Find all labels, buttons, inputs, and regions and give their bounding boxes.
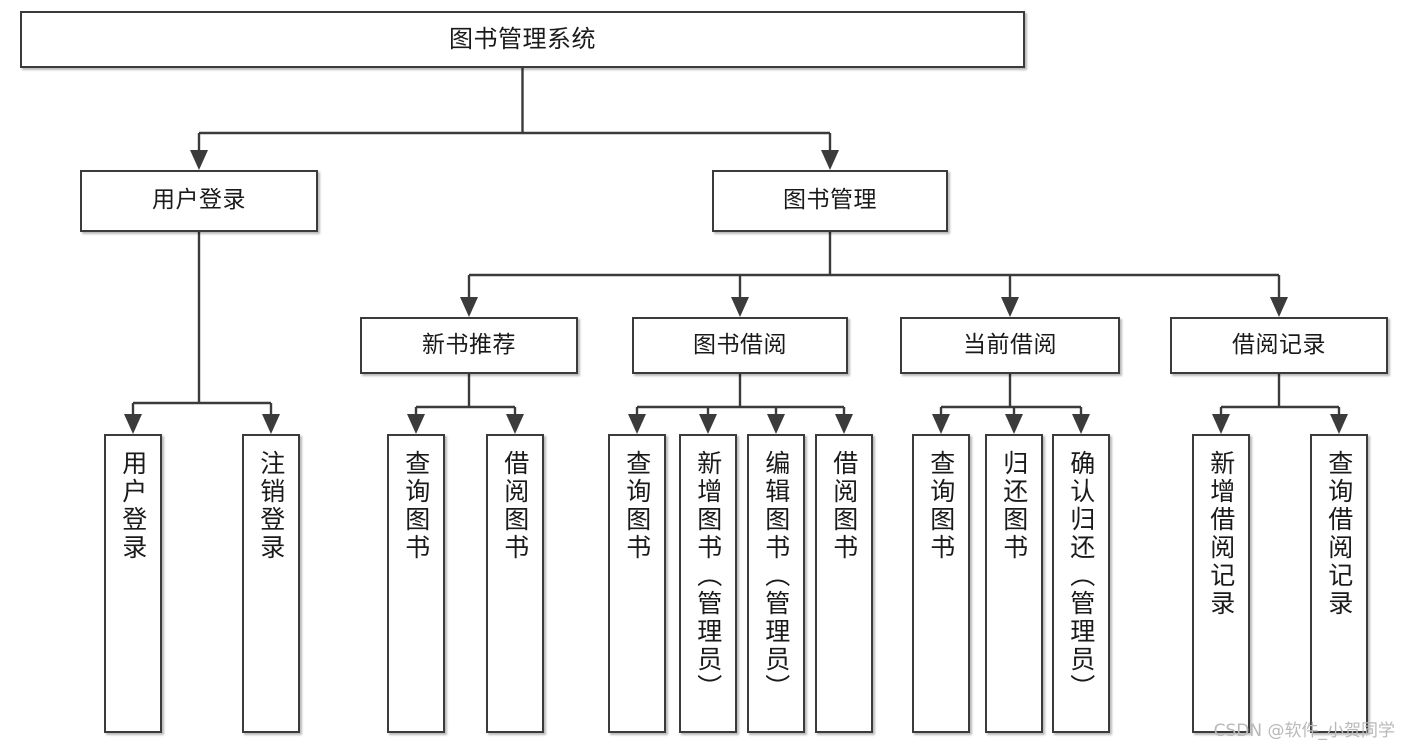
node-label: 新书推荐 <box>422 331 516 358</box>
node-label: 查询图书 <box>926 450 956 562</box>
node-label: 借阅记录 <box>1232 331 1326 358</box>
arrow-icon-leaf-bor-3 <box>767 414 785 434</box>
node-leaf-rec-1[interactable]: 新增借阅记录 <box>1192 434 1250 733</box>
arrow-icon-leaf-bor-1 <box>628 414 646 434</box>
arrow-icon-leaf-cur-1 <box>932 414 950 434</box>
arrow-icon-leaf-login-1 <box>124 414 142 434</box>
node-label: 图书管理系统 <box>449 25 596 54</box>
arrow-icon-login <box>190 150 208 170</box>
node-label: 借阅图书 <box>829 450 859 562</box>
node-leaf-login-1[interactable]: 用户登录 <box>104 434 162 733</box>
node-label: 新增借阅记录 <box>1206 450 1236 618</box>
node-label: 用户登录 <box>118 450 148 562</box>
arrow-icon-leaf-cur-3 <box>1072 414 1090 434</box>
node-label: 用户登录 <box>152 187 246 214</box>
node-label: 注销登录 <box>256 450 286 562</box>
node-leaf-rec-2[interactable]: 查询借阅记录 <box>1310 434 1368 733</box>
node-leaf-cur-1[interactable]: 查询图书 <box>912 434 970 733</box>
arrow-icon-bookmgmt <box>821 150 839 170</box>
node-leaf-new-2[interactable]: 借阅图书 <box>486 434 544 733</box>
node-label: 查询借阅记录 <box>1324 450 1354 618</box>
node-root[interactable]: 图书管理系统 <box>20 11 1025 68</box>
node-label: 编辑图书（管理员） <box>761 450 791 702</box>
node-label: 图书管理 <box>783 187 877 214</box>
arrow-icon-newbook <box>460 297 478 317</box>
node-login[interactable]: 用户登录 <box>80 170 318 232</box>
arrow-icon-records <box>1270 297 1288 317</box>
arrow-icon-borrow <box>731 297 749 317</box>
node-leaf-login-2[interactable]: 注销登录 <box>242 434 300 733</box>
node-label: 查询图书 <box>401 450 431 562</box>
arrow-icon-leaf-login-2 <box>262 414 280 434</box>
arrow-icon-leaf-rec-2 <box>1330 414 1348 434</box>
node-label: 当前借阅 <box>963 331 1057 358</box>
node-leaf-bor-1[interactable]: 查询图书 <box>608 434 666 733</box>
node-label: 查询图书 <box>622 450 652 562</box>
arrow-icon-leaf-bor-2 <box>699 414 717 434</box>
node-label: 归还图书 <box>999 450 1029 562</box>
node-newbook[interactable]: 新书推荐 <box>360 317 578 374</box>
node-leaf-bor-3[interactable]: 编辑图书（管理员） <box>747 434 805 733</box>
node-leaf-bor-4[interactable]: 借阅图书 <box>815 434 873 733</box>
arrow-icon-leaf-new-2 <box>506 414 524 434</box>
arrow-icon-leaf-new-1 <box>407 414 425 434</box>
arrow-icon-current <box>1001 297 1019 317</box>
arrow-icon-leaf-rec-1 <box>1212 414 1230 434</box>
node-leaf-cur-2[interactable]: 归还图书 <box>985 434 1043 733</box>
node-records[interactable]: 借阅记录 <box>1170 317 1388 374</box>
node-leaf-new-1[interactable]: 查询图书 <box>387 434 445 733</box>
node-label: 图书借阅 <box>693 331 787 358</box>
node-leaf-cur-3[interactable]: 确认归还（管理员） <box>1052 434 1110 733</box>
node-current[interactable]: 当前借阅 <box>900 317 1120 374</box>
node-label: 新增图书（管理员） <box>693 450 723 702</box>
node-label: 借阅图书 <box>500 450 530 562</box>
node-leaf-bor-2[interactable]: 新增图书（管理员） <box>679 434 737 733</box>
node-bookmgmt[interactable]: 图书管理 <box>712 170 948 232</box>
csdn-watermark: CSDN @软件_小贺同学 <box>1213 721 1395 741</box>
arrow-icon-leaf-cur-2 <box>1005 414 1023 434</box>
arrow-icon-leaf-bor-4 <box>835 414 853 434</box>
node-borrow[interactable]: 图书借阅 <box>632 317 848 374</box>
node-label: 确认归还（管理员） <box>1066 450 1096 702</box>
